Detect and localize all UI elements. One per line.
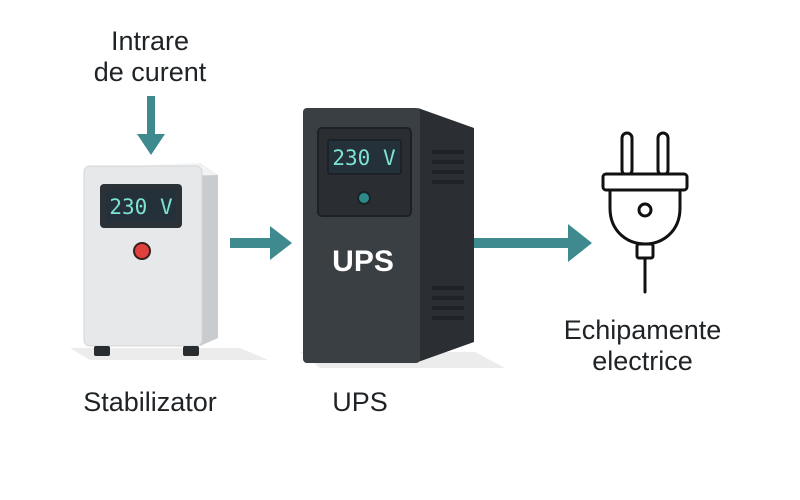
ups-power-indicator <box>357 191 371 205</box>
stabilizer-display <box>106 190 176 222</box>
ups-side <box>418 108 474 362</box>
equipment-label-line1: Echipamente <box>563 315 722 345</box>
stabilizer-foot-left <box>94 346 110 356</box>
ups-device: 230 V UPS <box>303 108 474 363</box>
ups-side-vents <box>432 150 464 320</box>
ups-label: UPS <box>332 387 388 417</box>
ups-front-text: UPS <box>332 245 394 278</box>
arrow-stabilizer-to-ups <box>230 226 292 260</box>
arrow-ups-to-equipment <box>474 224 592 262</box>
stabilizer-indicator-light <box>133 242 151 260</box>
stabilizer-display-value: 230 V <box>109 195 173 219</box>
ups-display-value: 230 V <box>332 146 396 170</box>
equipment-label: Echipamente electrice <box>525 315 760 377</box>
stabilizer-side <box>200 163 218 346</box>
stabilizer-device: 230 V <box>83 163 218 356</box>
input-label-line1: Intrare <box>110 26 190 56</box>
input-label-line2: de curent <box>93 57 207 88</box>
equipment-label-line2: electrice <box>592 346 693 377</box>
input-arrow <box>137 96 165 155</box>
stabilizer-foot-right <box>183 346 199 356</box>
input-label: Intrare de curent <box>70 26 230 88</box>
stabilizer-label: Stabilizator <box>83 387 217 417</box>
ups-display <box>327 139 402 175</box>
stabilizer-shadow <box>70 348 268 360</box>
plug-icon <box>601 131 689 294</box>
